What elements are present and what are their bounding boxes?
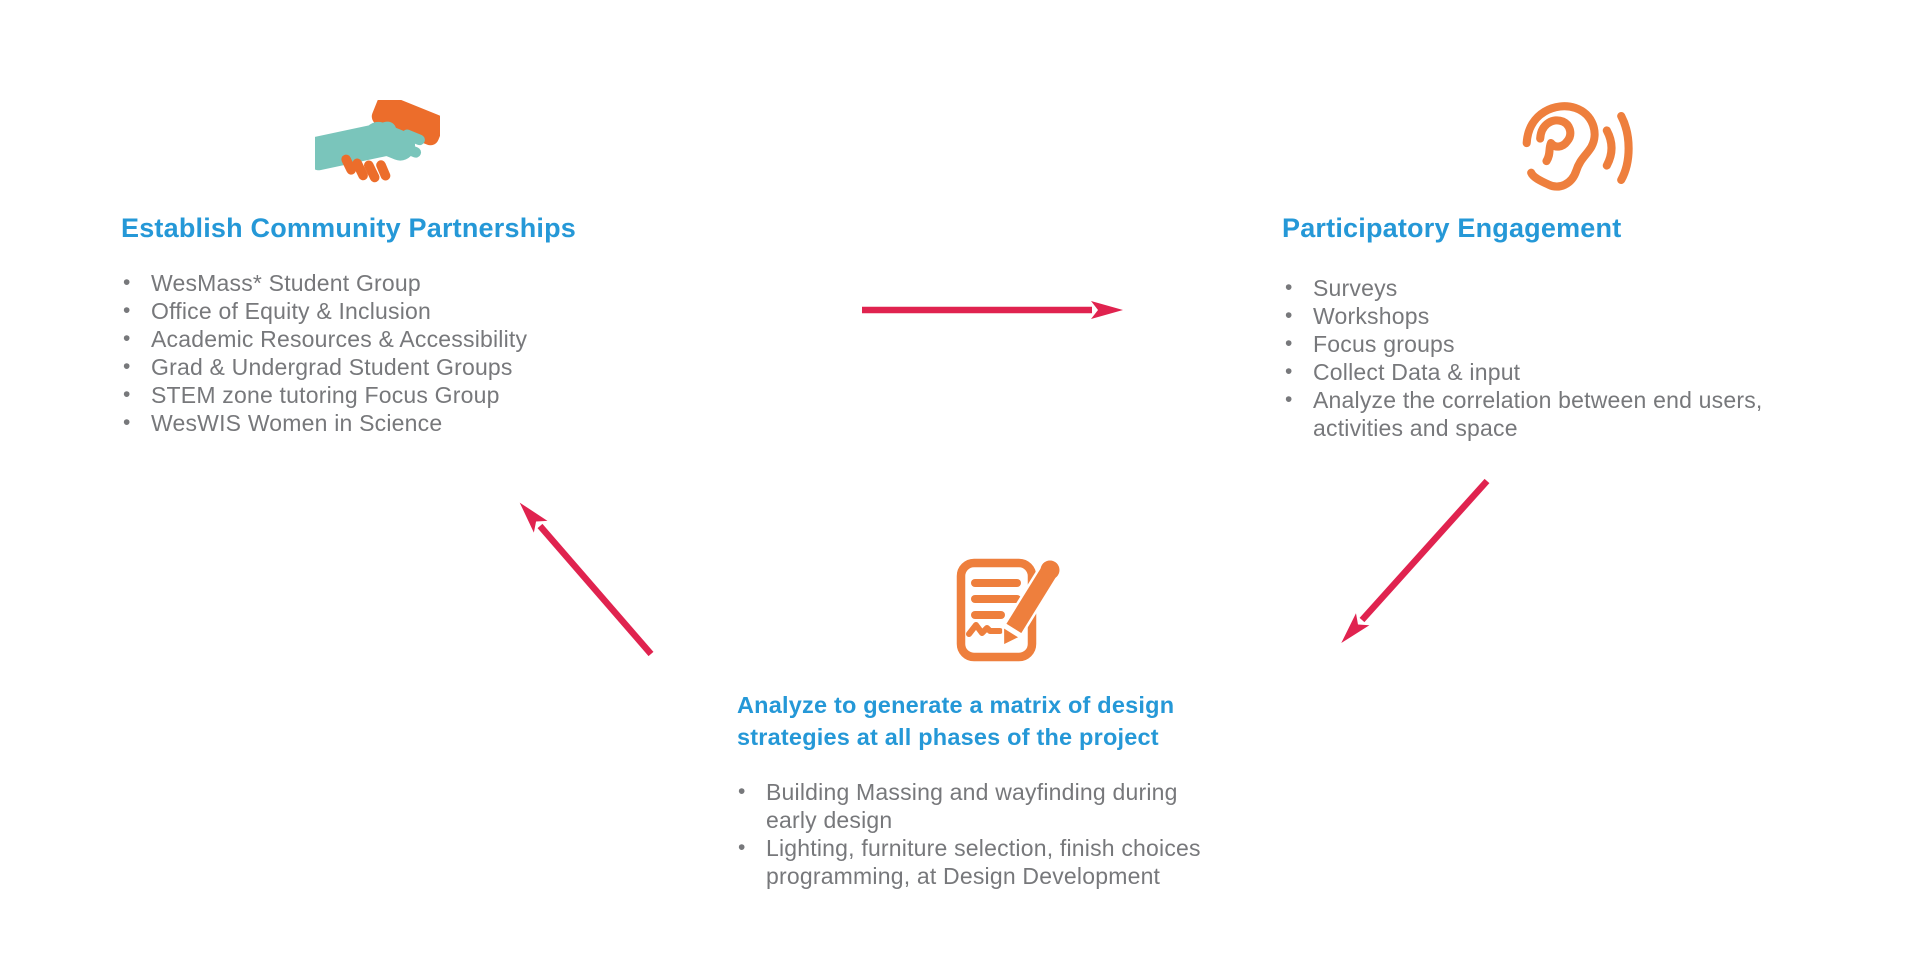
arrow-analysis-to-partnerships (519, 502, 654, 657)
list-item: Collect Data & input (1284, 358, 1824, 386)
list-item: Building Massing and wayfinding during e… (737, 778, 1297, 834)
analysis-list: Building Massing and wayfinding during e… (737, 778, 1297, 890)
list-item: Grad & Undergrad Student Groups (122, 353, 642, 381)
list-item: Surveys (1284, 274, 1824, 302)
analysis-title: Analyze to generate a matrix of design s… (737, 692, 1175, 750)
list-item: Workshops (1284, 302, 1824, 330)
list-item: Lighting, furniture selection, finish ch… (737, 834, 1297, 890)
list-item: WesMass* Student Group (122, 269, 642, 297)
ear-listening-icon (1522, 102, 1633, 191)
list-item: WesWIS Women in Science (122, 409, 642, 437)
list-item: Focus groups (1284, 330, 1824, 358)
document-pencil-icon (956, 558, 1061, 662)
list-item: STEM zone tutoring Focus Group (122, 381, 642, 409)
engagement-list: SurveysWorkshopsFocus groupsCollect Data… (1284, 274, 1824, 442)
partnerships-list: WesMass* Student GroupOffice of Equity &… (122, 269, 642, 437)
arrow-engagement-to-analysis (1341, 478, 1490, 644)
list-item: Office of Equity & Inclusion (122, 297, 642, 325)
list-item: Academic Resources & Accessibility (122, 325, 642, 353)
handshake-icon (315, 100, 440, 183)
partnerships-title: Establish Community Partnerships (121, 213, 576, 243)
engagement-title: Participatory Engagement (1282, 213, 1622, 243)
list-item: Analyze the correlation between end user… (1284, 386, 1824, 442)
